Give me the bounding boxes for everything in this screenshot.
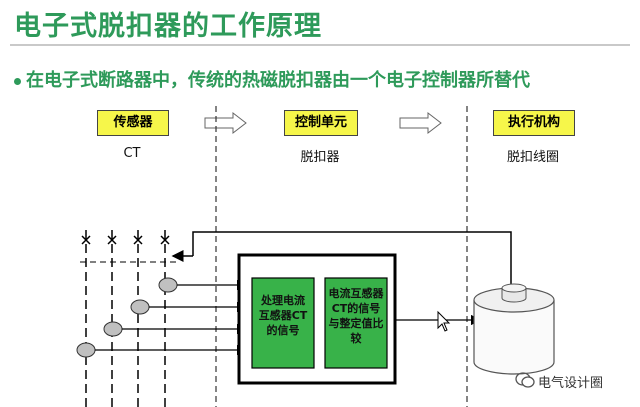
processing-box-right	[324, 277, 388, 369]
trip-coil-icon	[473, 283, 555, 375]
bullet-text: 在电子式断路器中，传统的热磁脱扣器由一个电子控制器所替代	[26, 70, 530, 91]
phase-conductors	[85, 230, 166, 407]
stage-actuator-box: 执行机构	[493, 110, 575, 136]
trip-feedback-line	[192, 231, 512, 288]
bullet-dot	[14, 78, 21, 85]
title-divider	[10, 44, 630, 46]
cursor-icon	[437, 310, 451, 332]
ct-signal-arrows	[95, 279, 248, 356]
flow-arrow-1	[204, 111, 247, 135]
stage-actuator-sub: 脱扣线圈	[506, 150, 559, 165]
stage-sensor-box: 传感器	[97, 110, 169, 136]
watermark-text: 电气设计圈	[538, 376, 604, 391]
flow-arrow-2	[399, 111, 442, 135]
processing-left-label: 处理电流互感器CT的信号	[258, 294, 308, 337]
current-transformers	[76, 277, 178, 358]
stage-control-sub: 脱扣器	[300, 150, 340, 165]
processing-right-label: 电流互感器CT的信号与整定值比较	[328, 287, 384, 345]
stage-sensor-sub: CT	[123, 146, 141, 161]
switch-contacts	[81, 235, 170, 245]
processing-box-left	[251, 277, 315, 369]
wechat-icon	[515, 372, 535, 388]
stage-control-box: 控制单元	[284, 110, 358, 136]
slide-title: 电子式脱扣器的工作原理	[14, 11, 322, 42]
